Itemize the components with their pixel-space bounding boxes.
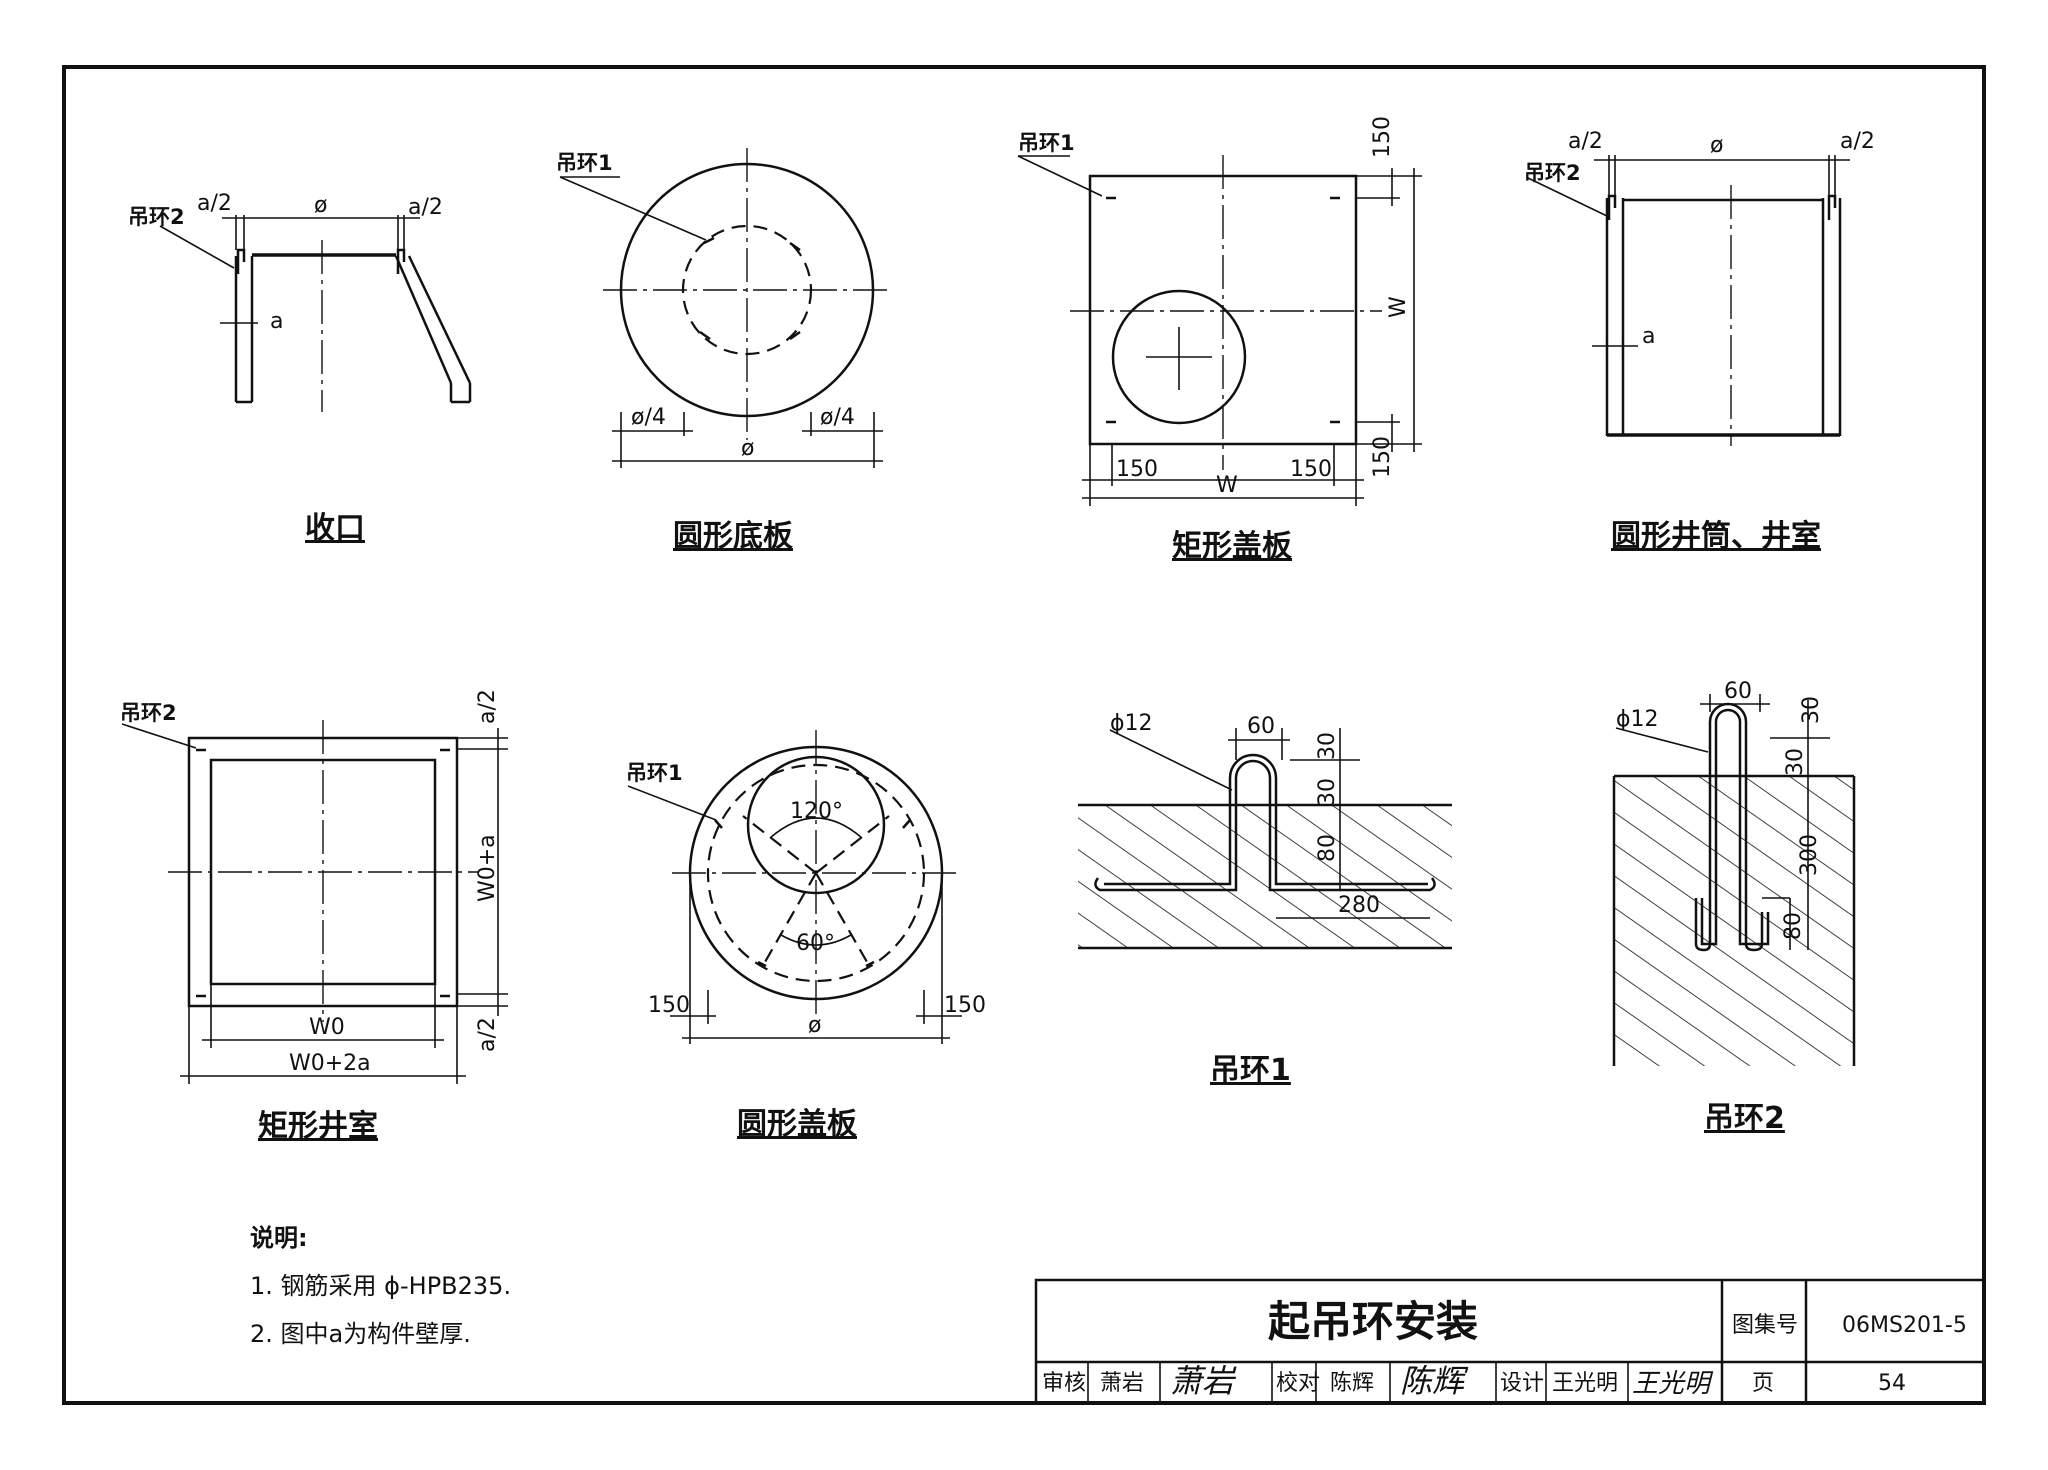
design-label: 设计 bbox=[1500, 1371, 1544, 1396]
reviewer-name: 萧岩 bbox=[1100, 1371, 1144, 1396]
shoukou-phi: ø bbox=[314, 193, 327, 218]
ring2-60: 60 bbox=[1724, 679, 1752, 704]
ring2-300: 300 bbox=[1797, 834, 1822, 876]
rect-cover-w-right: W bbox=[1386, 296, 1411, 318]
round-cover-120: 120° bbox=[790, 799, 843, 824]
shoukou-drawing: a/2 ø a/2 a 吊环2 收口 bbox=[128, 191, 472, 546]
atlas-no: 06MS201-5 bbox=[1842, 1313, 1967, 1338]
rect-chamber-title: 矩形井室 bbox=[258, 1109, 378, 1144]
page-label: 页 bbox=[1752, 1371, 1774, 1396]
round-shaft-drawing: a/2 ø a/2 a 吊环2 圆形井筒、井室 bbox=[1524, 129, 1875, 554]
shoukou-a-half-left: a/2 bbox=[197, 191, 232, 216]
rect-chamber-a-half-bottom: a/2 bbox=[475, 1017, 500, 1052]
round-base-phi-quarter-left: ø/4 bbox=[631, 405, 666, 430]
ring1-280: 280 bbox=[1338, 893, 1380, 918]
round-shaft-title: 圆形井筒、井室 bbox=[1611, 519, 1821, 554]
rect-cover-w-bottom: W bbox=[1216, 473, 1238, 498]
sheet-border bbox=[62, 65, 1986, 1405]
rect-chamber-a-half-top: a/2 bbox=[475, 689, 500, 724]
rect-chamber-w0-a: W0+a bbox=[475, 834, 500, 902]
title-block: 起吊环安装 图集号 06MS201-5 审核 萧岩 萧岩 校对 陈辉 陈辉 设计… bbox=[1034, 1278, 1986, 1405]
round-base-ring1-label: 吊环1 bbox=[556, 151, 613, 175]
round-cover-ring1-label: 吊环1 bbox=[626, 761, 683, 785]
note-2: 2. 图中a为构件壁厚. bbox=[250, 1320, 471, 1348]
checker-name: 陈辉 bbox=[1330, 1371, 1374, 1396]
round-base-title: 圆形底板 bbox=[673, 519, 793, 554]
rect-cover-drawing: 150 W 150 150 W 150 吊环1 矩形盖板 bbox=[1017, 116, 1422, 564]
rect-cover-150-bottom: 150 bbox=[1370, 436, 1395, 478]
ring1-drawing: 60 30 30 80 280 ϕ12 吊环1 bbox=[1078, 711, 1452, 1088]
rect-cover-title: 矩形盖板 bbox=[1172, 529, 1292, 564]
drawing-title: 起吊环安装 bbox=[1268, 1297, 1478, 1346]
ring2-30-top: 30 bbox=[1799, 696, 1824, 724]
ring1-80: 80 bbox=[1315, 834, 1340, 862]
round-cover-drawing: 120° 60° 150 150 ø 吊环1 圆形盖板 bbox=[626, 730, 986, 1142]
round-shaft-ring2-label: 吊环2 bbox=[1524, 161, 1581, 185]
review-label: 审核 bbox=[1042, 1371, 1086, 1396]
shoukou-title: 收口 bbox=[305, 511, 365, 546]
round-base-drawing: ø/4 ø/4 ø 吊环1 圆形底板 bbox=[556, 148, 890, 554]
ring1-60: 60 bbox=[1247, 714, 1275, 739]
rect-cover-150-top: 150 bbox=[1370, 116, 1395, 158]
ring1-title: 吊环1 bbox=[1210, 1053, 1291, 1088]
round-base-phi: ø bbox=[741, 436, 754, 461]
round-shaft-phi: ø bbox=[1710, 133, 1723, 158]
round-base-phi-quarter-right: ø/4 bbox=[820, 405, 855, 430]
note-1: 1. 钢筋采用 ϕ-HPB235. bbox=[250, 1272, 511, 1300]
ring2-30-mid: 30 bbox=[1783, 748, 1808, 776]
checker-signature: 陈辉 bbox=[1400, 1362, 1469, 1400]
ring1-phi12: ϕ12 bbox=[1110, 711, 1153, 736]
shoukou-a: a bbox=[270, 309, 283, 334]
check-label: 校对 bbox=[1276, 1371, 1320, 1396]
designer-signature: 王光明 bbox=[1632, 1369, 1714, 1399]
round-shaft-a: a bbox=[1642, 324, 1655, 349]
rect-chamber-w0: W0 bbox=[309, 1015, 345, 1040]
rect-chamber-drawing: a/2 W0+a a/2 W0 W0+2a 吊环2 矩形井室 bbox=[120, 689, 508, 1144]
ring1-30-mid: 30 bbox=[1315, 778, 1340, 806]
ring2-drawing: 60 30 30 300 80 ϕ12 吊环2 bbox=[1612, 679, 1856, 1136]
round-cover-150-left: 150 bbox=[648, 993, 690, 1018]
rect-cover-150-left: 150 bbox=[1116, 457, 1158, 482]
rect-cover-ring1-label: 吊环1 bbox=[1018, 131, 1075, 155]
shoukou-a-half-right: a/2 bbox=[408, 195, 443, 220]
round-cover-title: 圆形盖板 bbox=[737, 1107, 857, 1142]
round-shaft-a-half-right: a/2 bbox=[1840, 129, 1875, 154]
atlas-no-label: 图集号 bbox=[1732, 1313, 1798, 1338]
page-number: 54 bbox=[1878, 1371, 1906, 1396]
round-shaft-a-half-left: a/2 bbox=[1568, 129, 1603, 154]
ring2-phi12: ϕ12 bbox=[1616, 707, 1659, 732]
notes-heading: 说明: bbox=[250, 1224, 308, 1252]
ring2-80: 80 bbox=[1781, 912, 1806, 940]
notes: 说明: 1. 钢筋采用 ϕ-HPB235. 2. 图中a为构件壁厚. bbox=[250, 1224, 511, 1348]
ring1-30-top: 30 bbox=[1315, 732, 1340, 760]
shoukou-ring2-label: 吊环2 bbox=[128, 205, 185, 229]
round-cover-60: 60° bbox=[796, 931, 835, 956]
designer-name: 王光明 bbox=[1552, 1371, 1618, 1396]
rect-chamber-ring2-label: 吊环2 bbox=[120, 701, 177, 725]
reviewer-signature: 萧岩 bbox=[1170, 1362, 1237, 1400]
ring2-title: 吊环2 bbox=[1704, 1101, 1785, 1136]
rect-cover-150-right: 150 bbox=[1290, 457, 1332, 482]
rect-chamber-w0-2a: W0+2a bbox=[289, 1051, 371, 1076]
round-cover-phi: ø bbox=[808, 1013, 821, 1038]
round-cover-150-right: 150 bbox=[944, 993, 986, 1018]
